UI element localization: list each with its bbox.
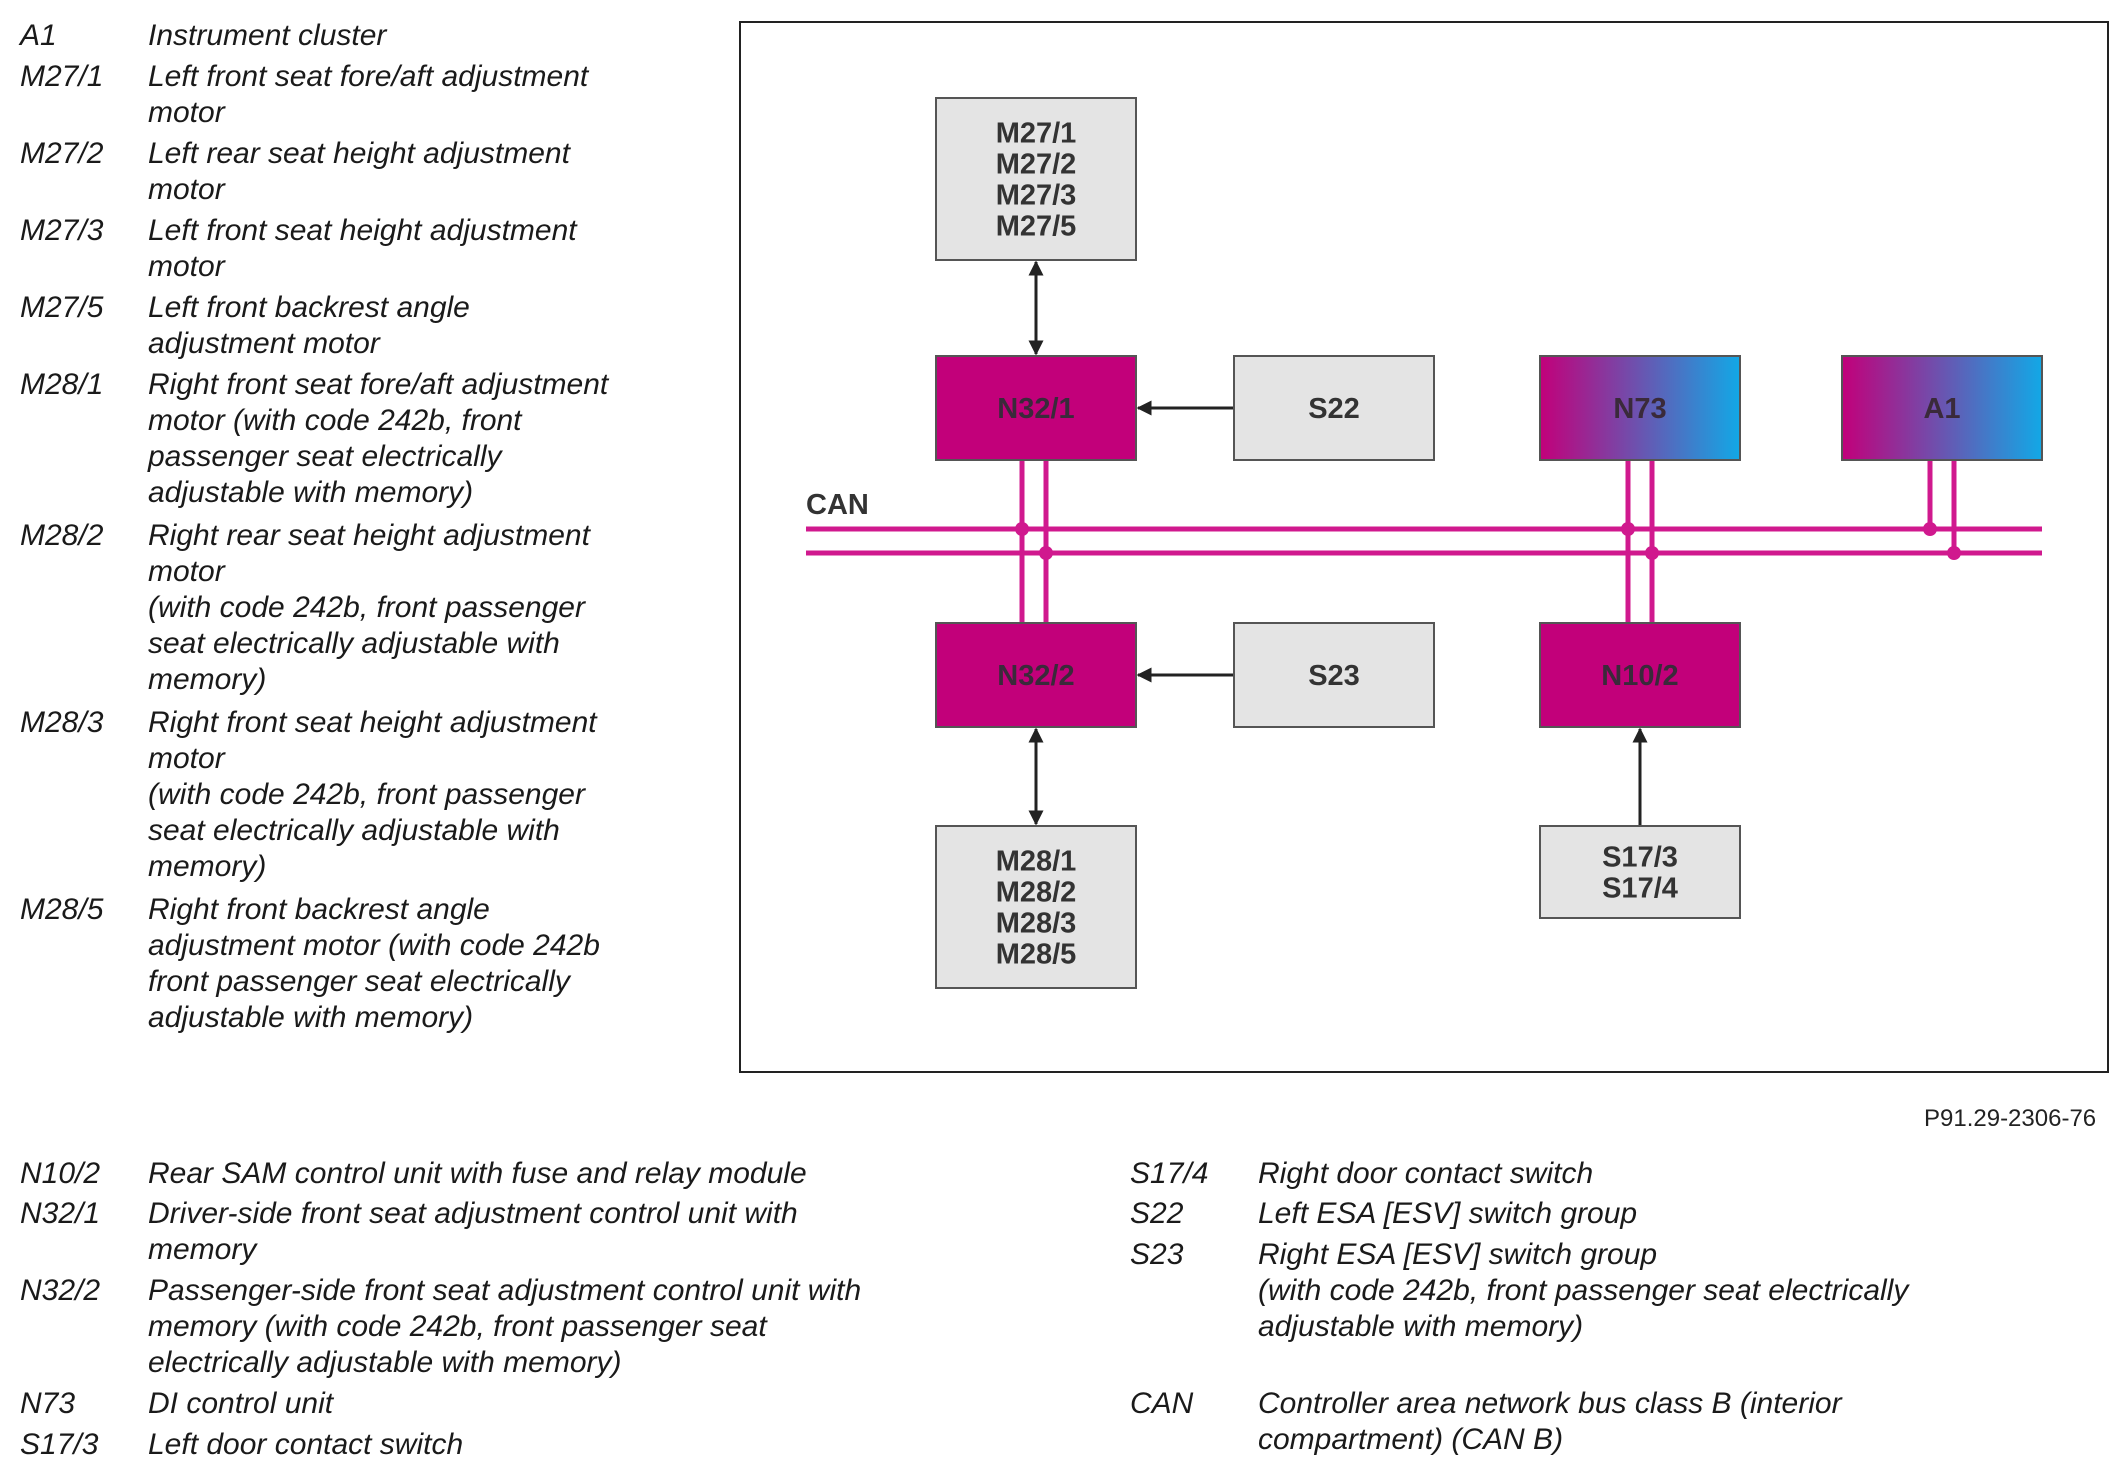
legend-description: Left ESA [ESV] switch group	[1258, 1197, 1638, 1231]
box-label: M28/1	[996, 846, 1077, 878]
box-label: A1	[1923, 393, 1960, 425]
legend-description: Rear SAM control unit with fuse and rela…	[148, 1157, 807, 1190]
legend-description: Right door contact switch	[1258, 1157, 1594, 1190]
legend-code: M27/2	[20, 136, 104, 170]
legend-code: S22	[1130, 1197, 1184, 1231]
box-shape	[935, 825, 1137, 989]
bus-junction-dot	[1039, 546, 1053, 560]
box-shape	[1841, 355, 2043, 461]
box-shape	[1539, 622, 1741, 728]
legend-code: CAN	[1130, 1387, 1194, 1420]
legend-description: Left rear seat height adjustment motor	[148, 136, 570, 206]
box-n32-2: N32/2	[935, 622, 1137, 728]
box-n10-2: N10/2	[1539, 622, 1741, 728]
box-shape	[935, 622, 1137, 728]
bus-junction-dot	[1621, 522, 1635, 536]
legend-code: S17/4	[1130, 1157, 1209, 1190]
box-s23: S23	[1233, 622, 1435, 728]
legend-code: S23	[1130, 1237, 1184, 1271]
box-label: N32/1	[997, 393, 1074, 425]
box-label: N73	[1613, 393, 1666, 425]
box-label: M28/2	[996, 877, 1077, 909]
legend-code: M27/1	[20, 59, 104, 93]
box-label: M27/2	[996, 149, 1077, 181]
box-label: N32/2	[997, 660, 1074, 692]
legend-description: Passenger-side front seat adjustment con…	[148, 1274, 862, 1380]
legend-code: N10/2	[20, 1157, 101, 1190]
legend-description: Right front seat height adjustment motor…	[148, 705, 597, 883]
legend-description: Instrument cluster	[148, 19, 387, 52]
legend-code: M28/2	[20, 518, 104, 552]
box-label: M27/5	[996, 211, 1077, 243]
bus-junction-dot	[1015, 522, 1029, 536]
box-label: S22	[1308, 393, 1360, 425]
bus-junction-dot	[1923, 522, 1937, 536]
box-shape	[1539, 355, 1741, 461]
legend-description: Left door contact switch	[148, 1427, 464, 1461]
legend-code: N32/2	[20, 1274, 101, 1308]
legend-description: Left front seat fore/aft adjustment moto…	[148, 59, 589, 129]
box-shape	[1233, 355, 1435, 461]
box-label: S23	[1308, 660, 1360, 692]
box-shape	[935, 355, 1137, 461]
box-n73: N73	[1539, 355, 1741, 461]
legend-code: A1	[20, 19, 57, 52]
legend-code: M27/3	[20, 214, 104, 247]
legend-description: Right front backrest angle adjustment mo…	[148, 892, 600, 1034]
figure-reference: P91.29-2306-76	[1924, 1105, 2097, 1132]
legend-description: Left front backrest angle adjustment mot…	[148, 291, 470, 361]
box-label: M28/3	[996, 908, 1077, 940]
legend-description: DI control unit	[148, 1387, 334, 1421]
box-label: M27/1	[996, 118, 1077, 150]
legend-code: M28/5	[20, 892, 104, 926]
box-label: M27/3	[996, 180, 1077, 212]
diagram-frame	[739, 21, 2109, 1073]
box-label: S17/4	[1602, 873, 1678, 905]
box-a1: A1	[1841, 355, 2043, 461]
can-bus-label: CAN	[806, 489, 869, 521]
box-n32-1: N32/1	[935, 355, 1137, 461]
box-s22: S22	[1233, 355, 1435, 461]
legend-code: M28/3	[20, 705, 104, 739]
box-shape	[935, 97, 1137, 261]
box-shape	[1539, 825, 1741, 919]
box-label: M28/5	[996, 939, 1077, 971]
wires	[806, 260, 2042, 826]
legend-code: M27/5	[20, 291, 104, 325]
box-label: S17/3	[1602, 842, 1678, 874]
legend-description: Driver-side front seat adjustment contro…	[148, 1197, 798, 1267]
legend-code: N73	[20, 1387, 76, 1421]
legend-description: Controller area network bus class B (int…	[1258, 1387, 1842, 1456]
legend-code: M28/1	[20, 368, 104, 402]
bus-junction-dot	[1947, 546, 1961, 560]
legend-description: Right front seat fore/aft adjustment mot…	[148, 368, 609, 510]
legend-description: Right ESA [ESV] switch group (with code …	[1258, 1237, 1909, 1343]
legend-code: S17/3	[20, 1427, 99, 1461]
box-shape	[1233, 622, 1435, 728]
legend-code: N32/1	[20, 1197, 101, 1231]
legend-description: Right rear seat height adjustment motor …	[148, 518, 590, 696]
legend-description: Left front seat height adjustment motor	[148, 214, 577, 283]
box-label: N10/2	[1601, 660, 1678, 692]
bus-junction-dot	[1645, 546, 1659, 560]
